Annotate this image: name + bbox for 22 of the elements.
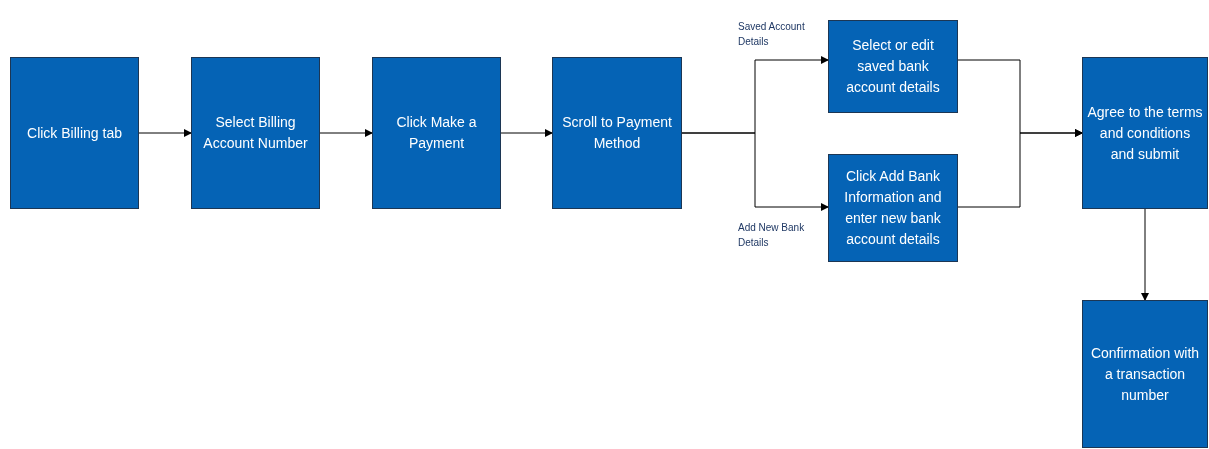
process-box (1082, 57, 1208, 209)
arrow (681, 132, 829, 211)
step-text: Confirmation with a transaction number (1089, 343, 1201, 405)
process-box (828, 20, 958, 113)
step-text: Scroll to Payment Method (561, 113, 673, 153)
step-text: Click Billing tab (27, 123, 122, 143)
process-box (828, 154, 958, 262)
process-box (372, 57, 501, 209)
process-box (10, 57, 139, 209)
step-text: Click Make a Payment (395, 113, 478, 153)
arrow (138, 129, 192, 137)
arrow (957, 129, 1083, 208)
process-box (191, 57, 320, 209)
process-box (552, 57, 682, 209)
arrow (500, 129, 553, 137)
process-box (1082, 300, 1208, 448)
arrow (1141, 208, 1149, 301)
step-text: Select Billing Account Number (202, 113, 309, 153)
arrow (319, 129, 373, 137)
step-text: Click Add Bank Information and enter new bank account details (843, 167, 943, 249)
step-text: Agree to the terms and conditions and submit (1087, 102, 1203, 164)
step-text: Select or edit saved bank account details (845, 36, 941, 97)
